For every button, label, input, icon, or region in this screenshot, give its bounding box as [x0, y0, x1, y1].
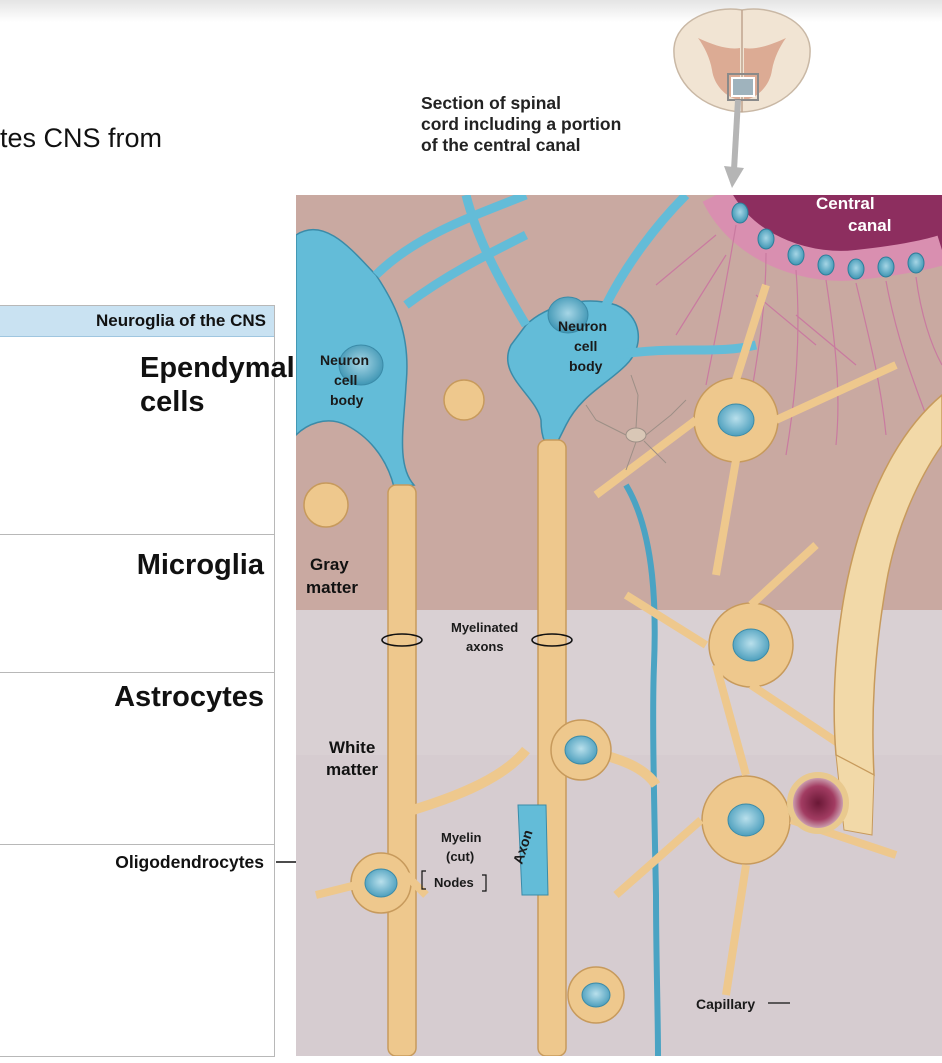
neuron-center-label-3: body	[569, 358, 603, 374]
row-divider	[0, 844, 275, 845]
microglia-cell	[585, 374, 687, 471]
white-matter-label-2: matter	[326, 760, 378, 779]
caption-line-2: cord including a portion	[421, 114, 622, 134]
caption-line-3: of the central canal	[421, 135, 581, 155]
ependymal-label-line-2: cells	[140, 386, 205, 418]
myelin-label-1: Myelin	[441, 830, 482, 845]
neuroglia-table: Neuroglia of the CNS Ependymal cells Mic…	[0, 305, 295, 1057]
capillary-vessel	[787, 394, 942, 836]
row-divider	[0, 672, 275, 673]
ependymal-label-line-1: Ependymal	[140, 352, 295, 384]
central-canal	[655, 195, 942, 456]
microglia-label: Microglia	[136, 549, 264, 581]
neuron-nucleus-left	[338, 344, 384, 386]
oligodendrocytes	[315, 719, 661, 1024]
myelinated-label-1: Myelinated	[451, 620, 518, 635]
nodes-label: Nodes	[434, 875, 474, 890]
myelin-label-2: (cut)	[446, 849, 474, 864]
gray-matter-label-2: matter	[306, 578, 358, 597]
row-divider	[0, 534, 275, 535]
neuron-left-label-1: Neuron	[320, 352, 369, 368]
spinal-section-caption: Section of spinal cord including a porti…	[421, 93, 621, 156]
neuron-nucleus-center	[547, 296, 589, 334]
oligodendrocytes-label: Oligodendrocytes	[115, 852, 264, 872]
neuroglia-illustration: Central canal Neuron cell body Neuron ce…	[296, 195, 942, 1056]
white-matter-label-1: White	[329, 738, 375, 757]
myelinated-label-2: axons	[466, 639, 504, 654]
neuron-left-label-2: cell	[334, 372, 357, 388]
caption-line-1: Section of spinal	[421, 93, 562, 113]
table-header: Neuroglia of the CNS	[0, 306, 274, 337]
spinal-cord-section-thumbnail	[673, 8, 811, 188]
capillary-label: Capillary	[696, 996, 755, 1012]
neuron-center-label-1: Neuron	[558, 318, 607, 334]
neuron-center-label-2: cell	[574, 338, 597, 354]
slide-body-text: tes CNS from	[0, 123, 163, 153]
central-canal-label-1: Central	[816, 195, 875, 213]
neuron-left-label-3: body	[330, 392, 364, 408]
ependymal-label: Ependymal cells	[140, 351, 295, 419]
central-canal-label-2: canal	[848, 216, 891, 235]
astrocytes-label: Astrocytes	[114, 681, 264, 713]
gray-matter-label-1: Gray	[310, 555, 349, 574]
